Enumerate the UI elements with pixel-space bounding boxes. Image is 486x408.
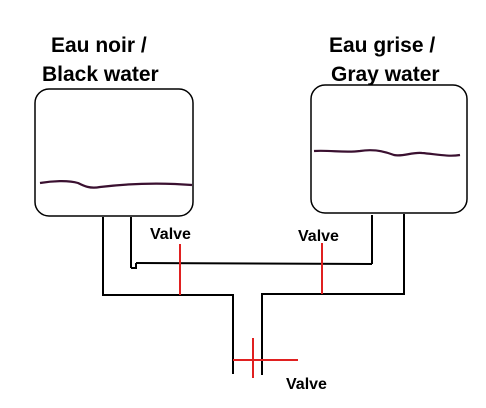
gray-water-tank-body: [310, 84, 468, 214]
black-water-title-line2: Black water: [42, 63, 159, 86]
black-water-tank-body: [34, 88, 194, 217]
valve-markers: [179, 243, 323, 378]
pipe-network: [102, 214, 405, 375]
valve-label-black-water: Valve: [150, 226, 191, 243]
inner-pipe-black-stub: [131, 263, 137, 269]
outer-pipe-left: [102, 217, 234, 374]
black-water-level-line: [39, 180, 193, 189]
valve-label-gray-water: Valve: [298, 228, 339, 245]
black-water-tank: Eau noir / Black water: [34, 34, 194, 217]
outer-pipe-right: [261, 214, 405, 375]
gray-water-title-line1: Eau grise /: [329, 34, 435, 57]
gray-water-level-line: [313, 149, 461, 157]
valve-label-main-drain: Valve: [286, 376, 327, 393]
gray-water-title-line2: Gray water: [331, 63, 440, 86]
black-water-title-line1: Eau noir /: [51, 34, 147, 57]
gray-water-tank: Eau grise / Gray water: [310, 34, 468, 214]
inner-horizontal-pipe: [135, 262, 373, 265]
